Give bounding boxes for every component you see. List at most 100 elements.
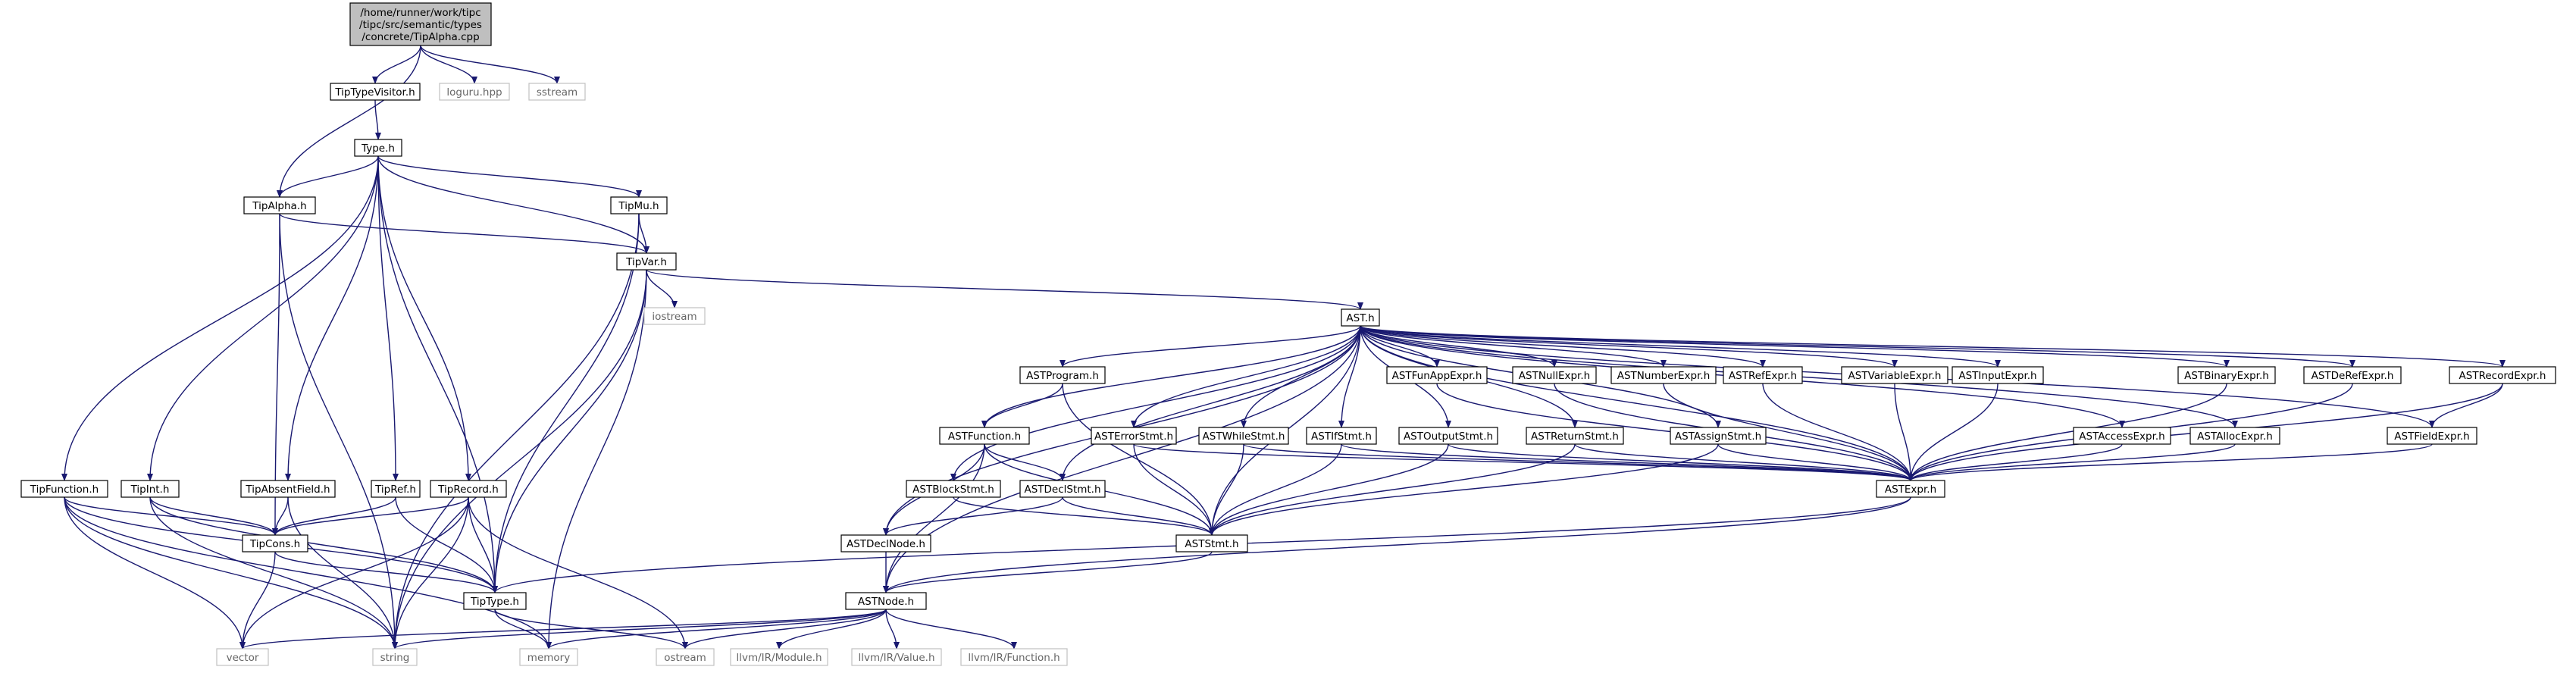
node-label: ASTReturnStmt.h	[1531, 430, 1619, 443]
node-label: ASTAssignStmt.h	[1675, 430, 1761, 443]
node-tipvar-h[interactable]: TipVar.h	[616, 252, 677, 271]
edge-astnode-h-to-memory	[546, 609, 887, 650]
node-astdeclstmt-h[interactable]: ASTDeclStmt.h	[1019, 480, 1106, 498]
edge-astvariableexpr-h-to-astexpr-h	[1894, 383, 1914, 481]
node-astfunction-h[interactable]: ASTFunction.h	[939, 427, 1030, 445]
node-ast-h[interactable]: AST.h	[1341, 308, 1380, 327]
node-tipref-h[interactable]: TipRef.h	[371, 480, 421, 498]
edge-type-h-to-tipmu-h	[377, 155, 642, 198]
node-tipcons-h[interactable]: TipCons.h	[242, 534, 308, 552]
edge-tipalpha-h-to-tipvar-h	[279, 213, 649, 254]
node-box	[242, 534, 308, 552]
node-llvm-function-h: llvm/IR/Function.h	[960, 648, 1068, 666]
edge-astprogram-h-to-astfunction-h	[981, 383, 1063, 428]
edge-astreturnstmt-h-to-aststmt-h	[1209, 443, 1576, 536]
node-sstream: sstream	[528, 83, 586, 101]
node-tipmu-h[interactable]: TipMu.h	[610, 196, 668, 214]
node-label: vector	[227, 652, 259, 664]
edge-type-h-to-tipalpha-h	[277, 155, 379, 198]
edge-astnode-h-to-string	[392, 609, 887, 650]
edge-astblockstmt-h-to-aststmt-h	[953, 496, 1215, 536]
node-astwhilestmt-h[interactable]: ASTWhileStmt.h	[1198, 427, 1289, 445]
edge-ast-h-to-astnumberexpr-h	[1360, 325, 1667, 368]
node-tiptypevisitor-h[interactable]: TipTypeVisitor.h	[330, 83, 421, 101]
edge-asterrorstmt-h-to-astexpr-h	[1133, 443, 1914, 481]
node-astfunappexpr-h[interactable]: ASTFunAppExpr.h	[1386, 366, 1488, 384]
node-astreturnstmt-h[interactable]: ASTReturnStmt.h	[1526, 427, 1624, 445]
edge-astinputexpr-h-to-astexpr-h	[1908, 383, 1999, 481]
node-label: ASTDeRefExpr.h	[2312, 370, 2394, 382]
edge-ast-h-to-astexpr-h	[1360, 325, 1914, 481]
edge-tipint-h-to-tiptype-h	[149, 496, 498, 593]
node-box	[1341, 308, 1380, 327]
node-label: AST.h	[1346, 312, 1374, 324]
node-label: llvm/IR/Value.h	[858, 652, 934, 664]
node-asterrorstmt-h[interactable]: ASTErrorStmt.h	[1091, 427, 1177, 445]
node-astblockstmt-h[interactable]: ASTBlockStmt.h	[906, 480, 1001, 498]
node-box	[430, 480, 507, 498]
node-astnode-h[interactable]: ASTNode.h	[845, 592, 927, 610]
edge-astnode-h-to-llvm-function-h	[885, 609, 1017, 650]
node-memory: memory	[519, 648, 578, 666]
node-box	[1019, 366, 1106, 384]
edge-astassignstmt-h-to-aststmt-h	[1209, 443, 1719, 536]
node-tipalpha-cpp[interactable]: /home/runner/work/tipc/tipc/src/semantic…	[349, 2, 492, 46]
node-astrefexpr-h[interactable]: ASTRefExpr.h	[1723, 366, 1803, 384]
node-astrecordexpr-h[interactable]: ASTRecordExpr.h	[2449, 366, 2556, 384]
edge-ast-h-to-asterrorstmt-h	[1131, 325, 1361, 428]
node-astnullexpr-h[interactable]: ASTNullExpr.h	[1512, 366, 1597, 384]
node-box	[240, 480, 336, 498]
edge-tiprecord-h-to-tipcons-h	[272, 496, 469, 536]
node-astderefexpr-h[interactable]: ASTDeRefExpr.h	[2303, 366, 2402, 384]
node-box	[2189, 427, 2280, 445]
node-aststmt-h[interactable]: ASTStmt.h	[1175, 534, 1248, 552]
node-tipint-h[interactable]: TipInt.h	[121, 480, 180, 498]
node-box	[939, 427, 1030, 445]
node-box	[2177, 366, 2276, 384]
node-iostream: iostream	[643, 307, 706, 325]
node-box	[2387, 427, 2477, 445]
node-tipfunction-h[interactable]: TipFunction.h	[20, 480, 108, 498]
node-astinputexpr-h[interactable]: ASTInputExpr.h	[1952, 366, 2044, 384]
node-type-h[interactable]: Type.h	[354, 139, 402, 157]
node-label: TipType.h	[470, 596, 519, 608]
edge-astrecordexpr-h-to-astfieldexpr-h	[2429, 383, 2503, 428]
node-box	[1306, 427, 1377, 445]
node-label: ASTProgram.h	[1026, 370, 1099, 382]
node-astoutputstmt-h[interactable]: ASTOutputStmt.h	[1398, 427, 1498, 445]
node-box	[851, 648, 942, 666]
edge-tipcons-h-to-vector	[239, 551, 276, 650]
node-tipabsentfield-h[interactable]: TipAbsentField.h	[240, 480, 336, 498]
node-tiptype-h[interactable]: TipType.h	[463, 592, 527, 610]
node-tiprecord-h[interactable]: TipRecord.h	[430, 480, 507, 498]
node-box	[372, 648, 418, 666]
node-astprogram-h[interactable]: ASTProgram.h	[1019, 366, 1106, 384]
node-astallocexpr-h[interactable]: ASTAllocExpr.h	[2189, 427, 2280, 445]
node-astdeclnode-h[interactable]: ASTDeclNode.h	[840, 534, 931, 552]
node-astexpr-h[interactable]: ASTExpr.h	[1876, 480, 1945, 498]
node-box	[643, 307, 706, 325]
node-box	[371, 480, 421, 498]
edge-astifstmt-h-to-astexpr-h	[1341, 443, 1914, 481]
edge-tipcons-h-to-tiptype-h	[274, 551, 498, 593]
node-label: ASTFieldExpr.h	[2394, 430, 2469, 443]
node-label: TipCons.h	[249, 538, 300, 550]
node-astnumberexpr-h[interactable]: ASTNumberExpr.h	[1610, 366, 1717, 384]
edge-type-h-to-tiprecord-h	[377, 155, 471, 481]
edge-astaccessexpr-h-to-astexpr-h	[1908, 443, 2123, 481]
node-astbinaryexpr-h[interactable]: ASTBinaryExpr.h	[2177, 366, 2276, 384]
node-tipalpha-h[interactable]: TipAlpha.h	[243, 196, 316, 214]
edge-ast-h-to-astfunction-h	[981, 325, 1361, 428]
node-label-line: /tipc/src/semantic/types	[359, 19, 482, 31]
node-astassignstmt-h[interactable]: ASTAssignStmt.h	[1670, 427, 1767, 445]
node-label: ASTIfStmt.h	[1311, 430, 1372, 443]
node-box	[121, 480, 180, 498]
node-astifstmt-h[interactable]: ASTIfStmt.h	[1306, 427, 1377, 445]
edge-ast-h-to-astbinaryexpr-h	[1360, 325, 2230, 368]
node-label: ASTNullExpr.h	[1519, 370, 1590, 382]
node-astaccessexpr-h[interactable]: ASTAccessExpr.h	[2073, 427, 2171, 445]
node-astvariableexpr-h[interactable]: ASTVariableExpr.h	[1841, 366, 1948, 384]
node-box	[519, 648, 578, 666]
node-astfieldexpr-h[interactable]: ASTFieldExpr.h	[2387, 427, 2477, 445]
edge-ast-h-to-astdeclstmt-h	[1060, 325, 1361, 481]
